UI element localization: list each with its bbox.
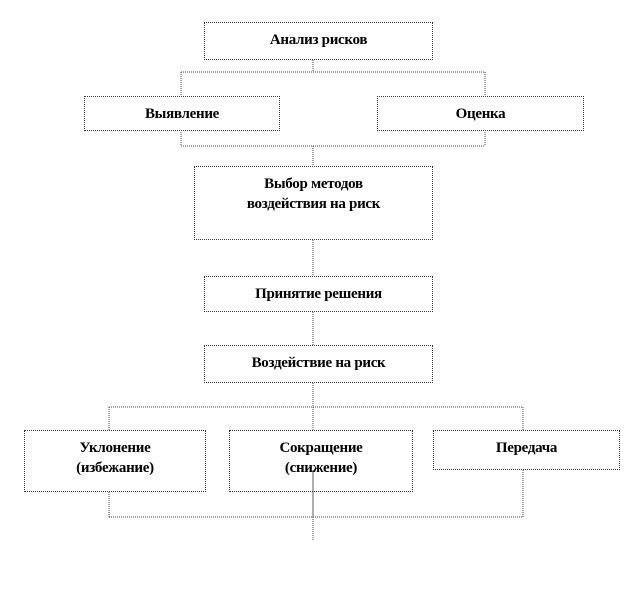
box-transfer: Передача [433,430,620,470]
box-risk-impact: Воздействие на риск [204,345,433,383]
connector-root-to-level2 [180,60,486,96]
box-identification: Выявление [84,96,280,131]
box-avoidance: Уклонение (избежание) [24,430,206,492]
box-risk-analysis: Анализ рисков [204,22,433,60]
box-label: Передача [495,440,558,456]
box-label: Принятие решения [255,286,382,302]
box-label: Воздействие на риск [251,355,386,371]
box-assessment: Оценка [377,96,584,131]
box-label-line1: Сокращение [279,440,363,456]
box-label: Анализ рисков [269,32,368,48]
box-label-line1: Выбор методов [264,176,363,192]
box-label-line2: (снижение) [284,460,358,476]
box-reduction: Сокращение (снижение) [229,430,413,492]
connector-level2-to-methods [180,130,486,166]
box-label: Выявление [144,106,220,122]
box-method-selection: Выбор методов воздействия на риск [194,166,433,240]
box-label: Оценка [455,106,506,122]
box-label-line2: воздействия на риск [246,196,381,212]
box-label-line2: (избежание) [76,460,154,476]
connector-impact-to-options [108,383,524,430]
box-decision: Принятие решения [204,276,433,312]
connector-options-bottom [108,470,524,540]
box-label-line1: Уклонение [79,440,151,456]
